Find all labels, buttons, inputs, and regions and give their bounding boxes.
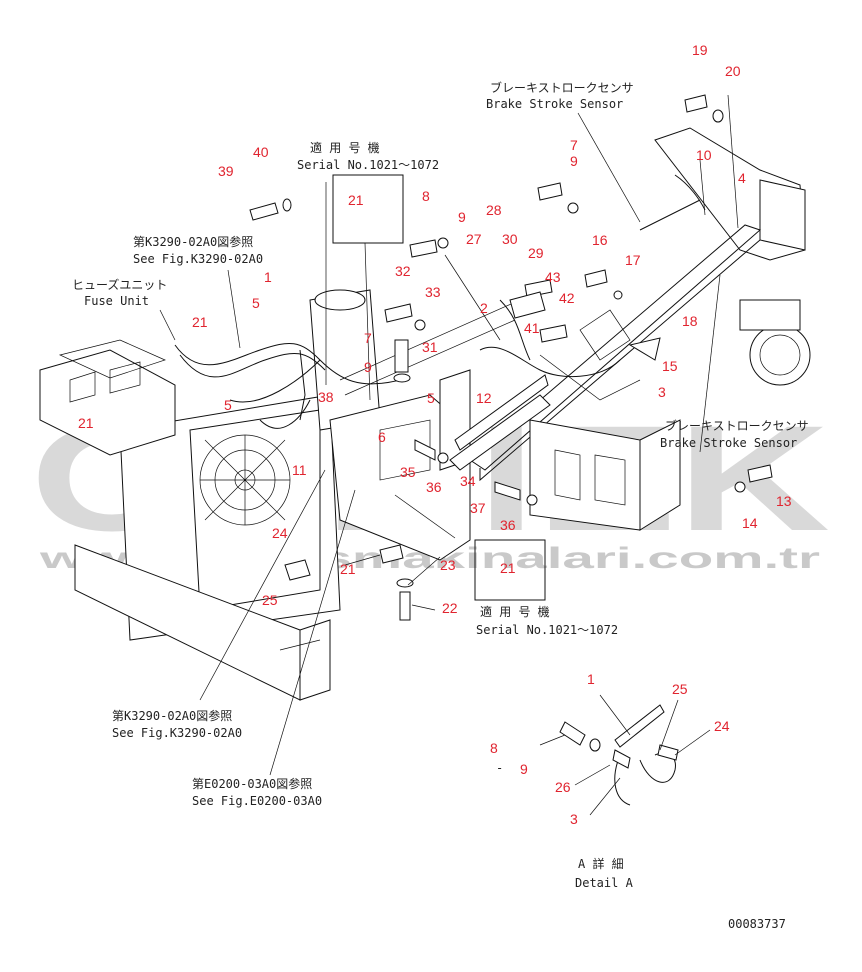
part-number: 32 bbox=[395, 263, 411, 279]
part-number: 25 bbox=[262, 592, 278, 608]
fuse-unit-block bbox=[39, 339, 176, 456]
part-number: 19 bbox=[692, 42, 708, 58]
part-number: 39 bbox=[218, 163, 234, 179]
part-number: 13 bbox=[776, 493, 792, 509]
part-number: 36 bbox=[426, 479, 442, 495]
part-number-labels: 19 20 7 9 10 4 40 39 21 8 9 28 27 30 16 … bbox=[78, 42, 792, 827]
brake-sensor-right-jp: ブレーキストロークセンサ bbox=[665, 418, 809, 433]
serial-bottom-en: Serial No.1021～1072 bbox=[476, 623, 618, 637]
part-number: 2 bbox=[480, 300, 488, 316]
serial-top-en: Serial No.1021～1072 bbox=[297, 158, 439, 172]
part-number: 9 bbox=[458, 209, 466, 225]
part-number: 21 bbox=[348, 192, 364, 208]
fasteners bbox=[249, 94, 773, 621]
brake-sensor-top-en: Brake Stroke Sensor bbox=[486, 97, 623, 111]
part-number: 43 bbox=[545, 269, 561, 285]
see-k3290-bottom-en: See Fig.K3290-02A0 bbox=[112, 726, 242, 740]
part-number: 38 bbox=[318, 389, 334, 405]
engine-block bbox=[119, 289, 381, 641]
fuse-unit-en: Fuse Unit bbox=[84, 294, 149, 308]
part-number: 8 bbox=[490, 740, 498, 756]
part-number: 21 bbox=[500, 560, 516, 576]
serial-box-top bbox=[332, 174, 404, 244]
brake-sensor-top-jp: ブレーキストロークセンサ bbox=[490, 80, 634, 95]
wire-harness bbox=[174, 174, 706, 429]
part-number: 5 bbox=[224, 397, 232, 413]
part-number: 34 bbox=[460, 473, 476, 489]
part-number: 17 bbox=[625, 252, 641, 268]
see-k3290-top-en: See Fig.K3290-02A0 bbox=[133, 252, 263, 266]
part-number: 5 bbox=[252, 295, 260, 311]
part-number: 5 bbox=[427, 390, 435, 406]
part-number: 26 bbox=[555, 779, 571, 795]
part-number: 9 bbox=[364, 359, 372, 375]
part-number: 20 bbox=[725, 63, 741, 79]
see-e0200-en: See Fig.E0200-03A0 bbox=[192, 794, 322, 808]
dash-mark: - bbox=[496, 761, 503, 775]
see-k3290-top-jp: 第K3290-02A0図参照 bbox=[133, 234, 253, 249]
part-number: 23 bbox=[440, 557, 456, 573]
part-number: 21 bbox=[78, 415, 94, 431]
part-number: 28 bbox=[486, 202, 502, 218]
part-number: 37 bbox=[470, 500, 486, 516]
part-number: 21 bbox=[192, 314, 208, 330]
part-number: 29 bbox=[528, 245, 544, 261]
part-number: 7 bbox=[570, 137, 578, 153]
detail-a-drawing bbox=[559, 704, 679, 806]
part-number: 15 bbox=[662, 358, 678, 374]
part-number: 24 bbox=[272, 525, 288, 541]
serial-box-bottom bbox=[474, 539, 546, 601]
detail-a-en: Detail A bbox=[575, 876, 634, 890]
right-frame-rail bbox=[469, 127, 811, 482]
part-number: 33 bbox=[425, 284, 441, 300]
see-k3290-bottom-jp: 第K3290-02A0図参照 bbox=[112, 708, 232, 723]
part-number: 11 bbox=[292, 462, 307, 478]
part-number: 25 bbox=[672, 681, 688, 697]
part-number: 16 bbox=[592, 232, 608, 248]
part-number: 21 bbox=[340, 561, 356, 577]
part-number: 40 bbox=[253, 144, 269, 160]
part-number: 3 bbox=[570, 811, 578, 827]
part-number: 4 bbox=[738, 170, 746, 186]
part-number: 3 bbox=[658, 384, 666, 400]
part-number: 22 bbox=[442, 600, 458, 616]
part-number: 42 bbox=[559, 290, 575, 306]
brake-sensor-right-en: Brake Stroke Sensor bbox=[660, 436, 797, 450]
see-e0200-jp: 第E0200-03A0図参照 bbox=[192, 776, 312, 791]
part-number: 35 bbox=[400, 464, 416, 480]
part-number: 24 bbox=[714, 718, 730, 734]
part-number: 41 bbox=[524, 320, 540, 336]
detail-a-jp: A 詳 細 bbox=[578, 856, 624, 871]
part-number: 18 bbox=[682, 313, 698, 329]
cab-base bbox=[529, 419, 681, 531]
part-number: 30 bbox=[502, 231, 518, 247]
drawing-number: 00083737 bbox=[728, 917, 786, 931]
part-number: 10 bbox=[696, 147, 712, 163]
lower-crossmember bbox=[74, 544, 331, 701]
part-number: 36 bbox=[500, 517, 516, 533]
part-number: 9 bbox=[520, 761, 528, 777]
part-number: 1 bbox=[264, 269, 272, 285]
part-number: 6 bbox=[378, 429, 386, 445]
fuse-unit-jp: ヒューズユニット bbox=[72, 277, 167, 292]
part-number: 8 bbox=[422, 188, 430, 204]
part-number: 14 bbox=[742, 515, 758, 531]
leader-lines bbox=[159, 94, 739, 816]
serial-top-jp: 適 用 号 機 bbox=[310, 140, 380, 155]
serial-bottom-jp: 適 用 号 機 bbox=[480, 604, 550, 619]
center-bracket bbox=[329, 299, 551, 561]
part-number: 1 bbox=[587, 671, 595, 687]
part-number: 12 bbox=[476, 390, 492, 406]
part-number: 7 bbox=[364, 330, 372, 346]
part-number: 9 bbox=[570, 153, 578, 169]
part-number: 27 bbox=[466, 231, 482, 247]
part-number: 31 bbox=[422, 339, 438, 355]
